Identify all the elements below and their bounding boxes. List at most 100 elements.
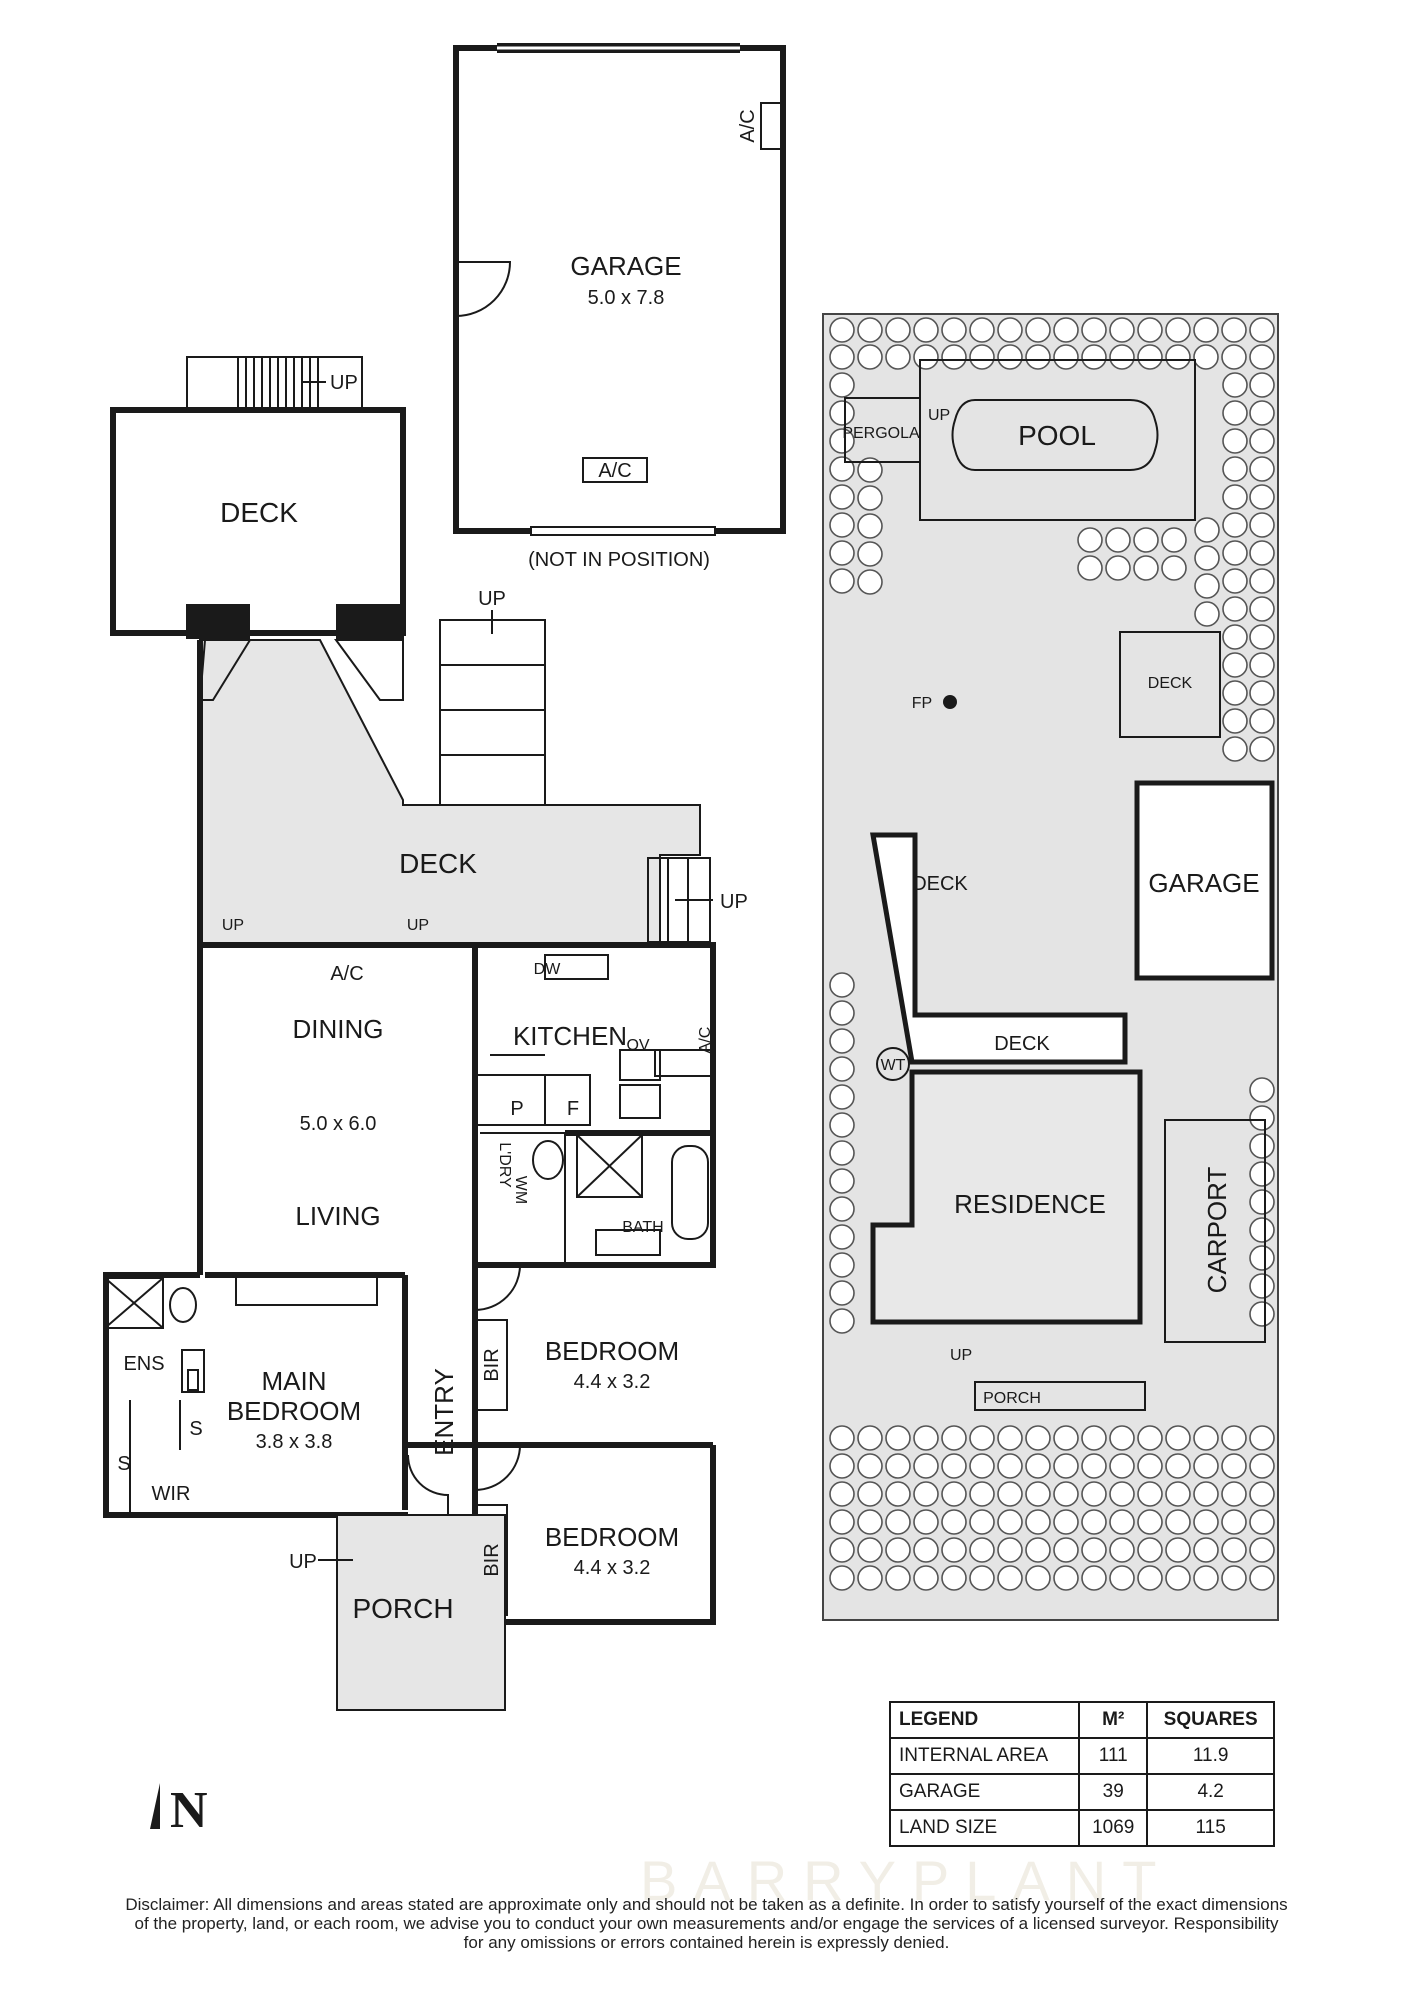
tree-icon: [1081, 1565, 1107, 1591]
wir-label: WIR: [152, 1483, 191, 1505]
tree-icon: [829, 1565, 855, 1591]
ens-storage-label: S: [189, 1418, 202, 1440]
tree-icon: [1165, 1509, 1191, 1535]
bedroom-1-label: BEDROOM: [545, 1336, 679, 1366]
tree-icon: [1025, 1565, 1051, 1591]
tree-icon: [829, 1481, 855, 1507]
tree-icon: [1053, 1565, 1079, 1591]
tree-icon: [1137, 1453, 1163, 1479]
tree-icon: [1109, 344, 1135, 370]
north-label: N: [170, 1782, 208, 1837]
tree-icon: [1222, 400, 1248, 426]
main-bedroom-size: 3.8 x 3.8: [256, 1431, 333, 1453]
tree-icon: [969, 1509, 995, 1535]
tree-icon: [1109, 1453, 1135, 1479]
kitchen-label: KITCHEN: [513, 1021, 627, 1051]
tree-icon: [969, 1537, 995, 1563]
fp-label: FP: [912, 695, 932, 712]
tree-icon: [885, 317, 911, 343]
tree-icon: [1109, 1481, 1135, 1507]
tree-icon: [1081, 1537, 1107, 1563]
tree-icon: [1193, 1509, 1219, 1535]
tree-icon: [829, 1224, 855, 1250]
tree-icon: [1222, 540, 1248, 566]
tree-icon: [1137, 1537, 1163, 1563]
tree-icon: [1221, 1425, 1247, 1451]
legend-row-m2: 39: [1078, 1773, 1149, 1811]
brand-watermark: BARRYPLANT: [640, 1849, 1173, 1912]
wm-label: WM: [512, 1176, 529, 1204]
tree-icon: [1025, 1425, 1051, 1451]
tree-icon: [1221, 317, 1247, 343]
tree-icon: [829, 1425, 855, 1451]
tree-icon: [913, 344, 939, 370]
tree-icon: [1025, 1537, 1051, 1563]
tree-icon: [1222, 512, 1248, 538]
bedroom-1-size: 4.4 x 3.2: [574, 1371, 651, 1393]
tree-icon: [969, 1453, 995, 1479]
tree-icon: [997, 1425, 1023, 1451]
ov-label: OV: [626, 1037, 649, 1054]
legend-row-label: INTERNAL AREA: [888, 1737, 1081, 1775]
tree-icon: [1249, 344, 1275, 370]
decks: UP DECK UP UP DECK: [110, 356, 748, 946]
disclaimer-line-2: of the property, land, or each room, we …: [134, 1914, 1279, 1933]
legend-row: GARAGE 39 4.2: [888, 1773, 1275, 1811]
tree-icon: [1137, 1509, 1163, 1535]
pergola-label: PERGOLA: [842, 425, 920, 442]
site-deck-2-label: DECK: [994, 1033, 1050, 1055]
tree-icon: [857, 457, 883, 483]
tree-icon: [829, 456, 855, 482]
tree-icon: [1109, 1425, 1135, 1451]
tree-icon: [829, 372, 855, 398]
tree-icon: [829, 1308, 855, 1334]
carport-label: CARPORT: [1202, 1167, 1232, 1294]
tree-icon: [829, 972, 855, 998]
dw-label: DW: [534, 961, 562, 978]
tree-icon: [941, 1509, 967, 1535]
legend-row-m2: 1069: [1078, 1809, 1149, 1847]
tree-icon: [1193, 1425, 1219, 1451]
tree-icon: [885, 1537, 911, 1563]
tree-icon: [885, 344, 911, 370]
kitchen-ac-label: A/C: [697, 1027, 714, 1054]
tree-icon: [997, 1453, 1023, 1479]
tree-icon: [1222, 652, 1248, 678]
tree-icon: [1249, 1537, 1275, 1563]
tree-icon: [1222, 596, 1248, 622]
tree-icon: [1053, 344, 1079, 370]
tree-icon: [913, 1453, 939, 1479]
tree-icon: [1249, 540, 1275, 566]
tree-icon: [857, 513, 883, 539]
tree-icon: [1025, 344, 1051, 370]
tree-icon: [969, 317, 995, 343]
tree-icon: [913, 1481, 939, 1507]
tree-icon: [1137, 1425, 1163, 1451]
site-garage-label: GARAGE: [1148, 868, 1259, 898]
wt-label: WT: [881, 1057, 906, 1074]
tree-icon: [829, 1537, 855, 1563]
tree-icon: [1137, 1481, 1163, 1507]
tree-icon: [1109, 1509, 1135, 1535]
legend-header-label: LEGEND: [888, 1701, 1081, 1739]
tree-icon: [1025, 1453, 1051, 1479]
tree-icon: [1249, 624, 1275, 650]
tree-icon: [1222, 428, 1248, 454]
deck-top-label: DECK: [220, 497, 298, 528]
tree-icon: [829, 484, 855, 510]
tree-icon: [1137, 344, 1163, 370]
tree-icon: [1053, 1481, 1079, 1507]
deck-mid-label: DECK: [399, 848, 477, 879]
up-dining-left: UP: [222, 917, 244, 934]
porch-stairs-up: UP: [289, 1551, 317, 1573]
garage-note: (NOT IN POSITION): [528, 549, 710, 571]
bir-1-label: BIR: [481, 1348, 503, 1381]
tree-icon: [829, 1084, 855, 1110]
tree-icon: [913, 1425, 939, 1451]
deck-stairs-up: UP: [478, 588, 506, 610]
legend-row-squares: 4.2: [1146, 1773, 1275, 1811]
garage-label: GARAGE: [570, 251, 681, 281]
tree-icon: [857, 344, 883, 370]
tree-icon: [997, 1481, 1023, 1507]
